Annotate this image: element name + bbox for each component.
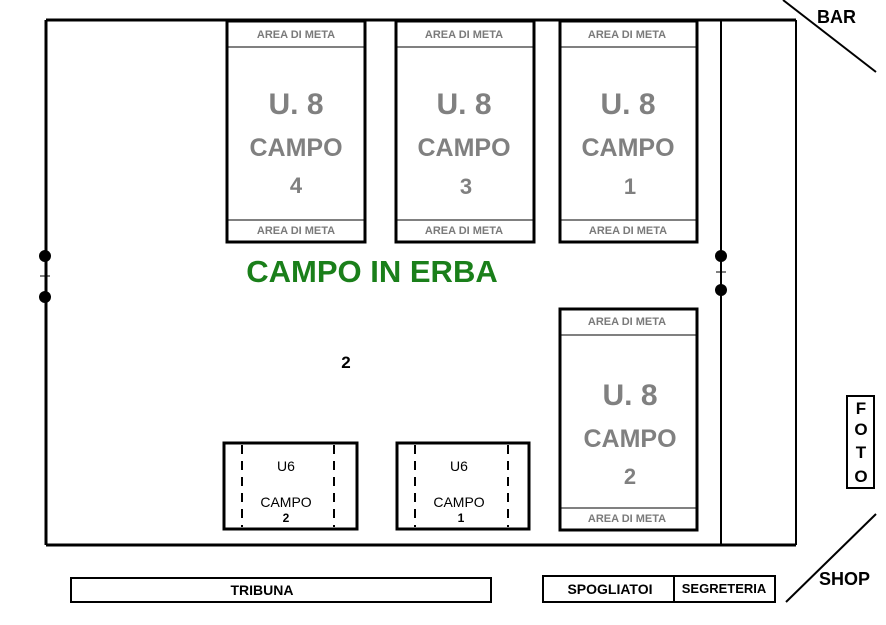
campo-label: CAMPO [417, 134, 510, 162]
try-area-top: AREA DI META [257, 29, 335, 41]
try-area-bottom: AREA DI META [588, 513, 666, 525]
campo-label: CAMPO [583, 425, 676, 453]
campo-label: CAMPO [249, 134, 342, 162]
changing-rooms [542, 575, 675, 603]
changing-rooms-label: SPOGLIATOI [567, 581, 652, 597]
foto-booth [846, 395, 875, 489]
u6-field-1: U6 CAMPO 1 [395, 441, 531, 531]
u8-title: U. 8 [602, 379, 657, 412]
office-label: SEGRETERIA [682, 581, 767, 596]
field-number: 1 [624, 174, 636, 199]
u6-field-2: U6 CAMPO 2 [222, 441, 359, 531]
u8-title: U. 8 [436, 88, 491, 121]
campo-label: CAMPO [260, 494, 311, 510]
u8-title: U. 8 [600, 88, 655, 121]
field-number: 2 [283, 511, 290, 525]
try-area-top: AREA DI META [588, 316, 666, 328]
goal-post-right [715, 250, 727, 296]
foto-letter: O [854, 420, 867, 439]
u6-title: U6 [277, 458, 295, 474]
u8-field-2: AREA DI META U. 8 CAMPO 2 AREA DI META [558, 307, 699, 532]
try-area-top: AREA DI META [588, 29, 666, 41]
grandstand [70, 577, 492, 603]
u8-field-3: AREA DI META U. 8 CAMPO 3 AREA DI META [394, 19, 536, 244]
foto-letter: T [856, 443, 867, 462]
campo-label: CAMPO [433, 494, 484, 510]
u8-field-1: AREA DI META U. 8 CAMPO 1 AREA DI META [558, 19, 699, 244]
u6-title: U6 [450, 458, 468, 474]
field-number: 3 [460, 174, 472, 199]
field-number: 1 [458, 511, 465, 525]
shop-entrance-line [785, 513, 877, 603]
bar-entrance-line [782, 0, 877, 73]
foto-letter: F [856, 399, 866, 418]
grass-field-number: 2 [341, 353, 350, 372]
campo-label: CAMPO [581, 134, 674, 162]
try-area-top: AREA DI META [425, 29, 503, 41]
try-area-bottom: AREA DI META [425, 225, 503, 237]
office [673, 575, 776, 603]
foto-letter: O [854, 467, 867, 486]
shop-label: SHOP [819, 569, 870, 589]
u8-title: U. 8 [268, 88, 323, 121]
grass-field-label: CAMPO IN ERBA [246, 254, 497, 289]
field-number: 2 [624, 464, 636, 489]
try-area-bottom: AREA DI META [589, 225, 667, 237]
grandstand-label: TRIBUNA [231, 582, 294, 598]
try-area-bottom: AREA DI META [257, 225, 335, 237]
u8-field-4: AREA DI META U. 8 CAMPO 4 AREA DI META [225, 19, 367, 244]
goal-post-left [39, 250, 51, 303]
bar-label: BAR [817, 7, 856, 27]
field-number: 4 [290, 173, 303, 198]
